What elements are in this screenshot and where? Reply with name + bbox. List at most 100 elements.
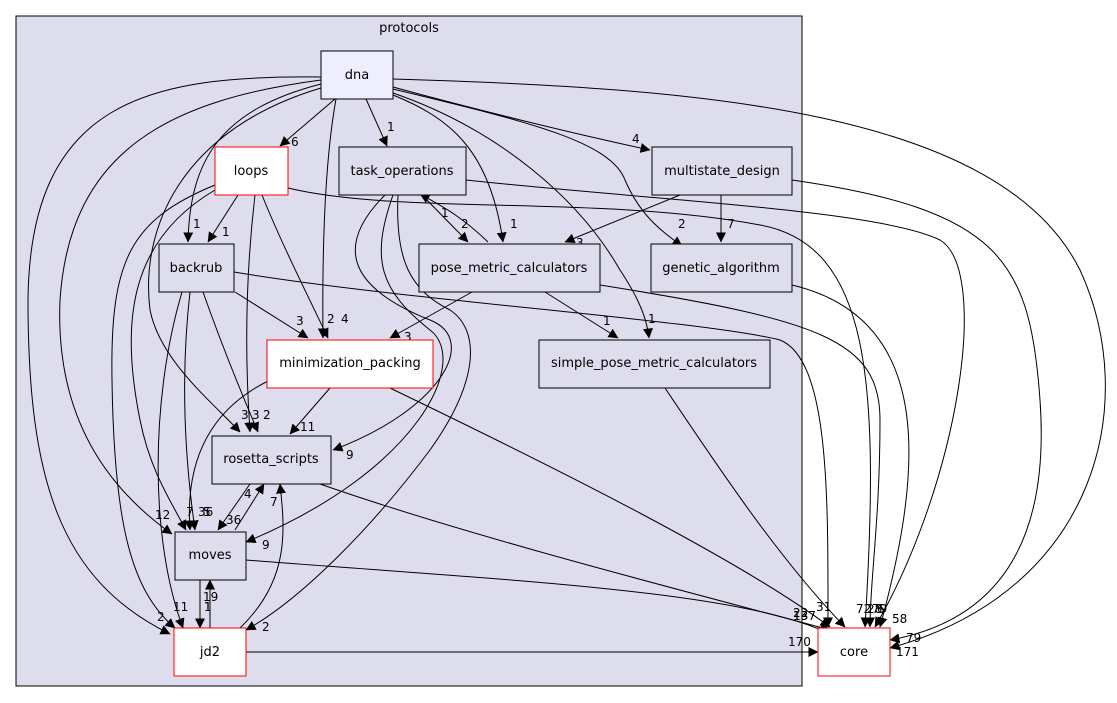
edge-minimization-packing-core — [389, 387, 831, 628]
edge-label-loops-minimization-packing: 2 — [327, 312, 335, 326]
edge-label-jd2-core: 170 — [788, 635, 811, 649]
edge-loops-jd2 — [111, 184, 216, 629]
edge-dna-moves — [59, 79, 322, 535]
edge-label-backrub-moves: 7 — [186, 505, 194, 519]
edge-label-pose-metric-calculators-minimization-packing: 3 — [404, 330, 412, 344]
node-moves[interactable]: moves — [174, 531, 247, 581]
edge-dna-jd2 — [27, 76, 322, 635]
node-label-backrub: backrub — [170, 261, 223, 276]
edge-label-backrub-core: 72 — [856, 602, 871, 616]
edge-backrub-minimization-packing — [234, 291, 309, 339]
edge-jd2-rosetta-scripts — [239, 483, 286, 629]
edge-task-operations-jd2 — [245, 194, 471, 631]
edge-label-dna-pose-metric-calculators: 1 — [510, 217, 518, 231]
edge-dna-core — [392, 78, 1106, 651]
node-label-simple-pose-metric-calculators: simple_pose_metric_calculators — [551, 356, 757, 371]
edge-label-genetic-algorithm-core: 6 — [877, 602, 885, 616]
edge-dna-rosetta-scripts — [148, 87, 322, 433]
edge-task-operations-core — [465, 179, 965, 628]
node-label-loops: loops — [234, 164, 269, 179]
edge-label-pose-metric-calculators-simple-pose-metric-calculators: 1 — [603, 314, 611, 328]
edge-label-moves-jd2: 1 — [204, 600, 212, 614]
edge-multistate-design-core — [791, 179, 1042, 644]
edge-label-task-operations-core: 58 — [892, 612, 907, 626]
edge-minimization-packing-moves — [184, 380, 269, 531]
edge-label-multistate-design-pose-metric-calculators: 3 — [576, 236, 584, 250]
node-loops[interactable]: loops — [214, 146, 289, 196]
edge-dna-genetic-algorithm — [392, 88, 683, 247]
edge-backrub-moves — [184, 291, 199, 531]
edge-label-loops-rosetta-scripts: 3 — [252, 408, 260, 422]
edge-moves-rosetta-scripts — [234, 483, 265, 531]
node-rosetta-scripts[interactable]: rosetta_scripts — [211, 435, 332, 485]
edge-label-minimization-packing-core: 22 — [793, 606, 808, 620]
edge-label-task-operations-jd2: 2 — [262, 620, 270, 634]
edge-task-operations-moves — [245, 194, 444, 543]
edge-label-jd2-moves: 19 — [203, 590, 218, 604]
node-dna[interactable]: dna — [320, 50, 394, 100]
edge-pose-metric-calculators-simple-pose-metric-calculators — [544, 291, 619, 339]
edge-label-moves-rosetta-scripts: 4 — [244, 487, 252, 501]
edge-loops-rosetta-scripts — [244, 194, 256, 433]
node-jd2[interactable]: jd2 — [173, 627, 247, 677]
edge-label-simple-pose-metric-calculators-core: 31 — [816, 600, 831, 614]
edge-label-loops-backrub: 1 — [222, 225, 230, 239]
edge-label-dna-genetic-algorithm: 2 — [678, 217, 686, 231]
edge-dna-pose-metric-calculators — [392, 94, 507, 243]
node-label-genetic-algorithm: genetic_algorithm — [662, 261, 780, 276]
edge-label-rosetta-scripts-core: 137 — [793, 609, 816, 623]
node-simple-pose-metric-calculators[interactable]: simple_pose_metric_calculators — [538, 339, 771, 389]
edge-labels: 6 1 4 1 1 2 4 1 3 12 2 171 1 2 3 36 11 7… — [155, 120, 921, 659]
node-label-jd2: jd2 — [199, 645, 220, 660]
edge-label-multistate-design-core: 79 — [906, 631, 921, 645]
edge-label-minimization-packing-rosetta-scripts: 11 — [300, 420, 315, 434]
nodes: dna loops task_operations multistate_des… — [158, 50, 891, 677]
node-label-minimization-packing: minimization_packing — [279, 356, 421, 371]
edge-label-dna-jd2: 2 — [157, 610, 165, 624]
node-pose-metric-calculators[interactable]: pose_metric_calculators — [418, 243, 601, 293]
edge-dna-task-operations — [365, 98, 388, 147]
node-label-multistate-design: multistate_design — [664, 164, 780, 179]
edge-label-dna-task-operations: 1 — [387, 120, 395, 134]
edge-loops-moves — [130, 189, 216, 531]
edge-label-loops-jd2: 11 — [173, 600, 188, 614]
edge-rosetta-scripts-moves — [217, 483, 251, 531]
node-backrub[interactable]: backrub — [158, 243, 235, 293]
node-task-operations[interactable]: task_operations — [338, 146, 467, 196]
edge-dna-backrub — [183, 83, 322, 243]
edge-pose-metric-calculators-core — [599, 284, 881, 628]
edge-dna-multistate-design — [392, 86, 651, 153]
edge-loops-minimization-packing — [261, 194, 329, 339]
node-minimization-packing[interactable]: minimization_packing — [266, 339, 434, 389]
cluster-label: protocols — [379, 21, 439, 36]
node-core[interactable]: core — [817, 627, 891, 677]
node-label-moves: moves — [188, 548, 231, 563]
node-multistate-design[interactable]: multistate_design — [651, 146, 793, 196]
edge-label-rosetta-scripts-moves: 36 — [226, 513, 241, 527]
edge-label-dna-moves: 12 — [155, 508, 170, 522]
edge-label-backrub-jd2: 1 — [204, 600, 212, 614]
node-label-pose-metric-calculators: pose_metric_calculators — [431, 261, 588, 276]
edge-label-backrub-rosetta-scripts: 2 — [263, 408, 271, 422]
edge-pose-metric-calculators-minimization-packing — [389, 291, 473, 339]
edge-label-task-operations-moves: 9 — [262, 538, 270, 552]
edge-backrub-core — [233, 271, 834, 628]
edge-label-dna-simple-pose-metric-calculators: 1 — [648, 312, 656, 326]
edge-dna-loops — [279, 98, 336, 147]
node-genetic-algorithm[interactable]: genetic_algorithm — [650, 243, 793, 293]
edge-multistate-design-pose-metric-calculators — [564, 194, 681, 244]
node-label-rosetta-scripts: rosetta_scripts — [223, 452, 319, 467]
edge-label-dna-loops: 6 — [291, 135, 299, 149]
edge-label-backrub-minimization-packing: 3 — [296, 314, 304, 328]
edge-label-jd2-rosetta-scripts: 7 — [270, 495, 278, 509]
edges — [27, 76, 1106, 657]
edge-minimization-packing-rosetta-scripts — [289, 387, 331, 435]
edge-label-moves-core: 13 — [793, 609, 808, 623]
edge-label-dna-core: 171 — [896, 645, 919, 659]
edge-backrub-jd2 — [157, 291, 185, 629]
edge-label-dna-backrub: 1 — [193, 217, 201, 231]
edge-simple-pose-metric-calculators-core — [664, 387, 846, 628]
edge-label-pose-metric-calculators-core: 28 — [867, 602, 882, 616]
edge-label-dna-rosetta-scripts: 3 — [241, 408, 249, 422]
